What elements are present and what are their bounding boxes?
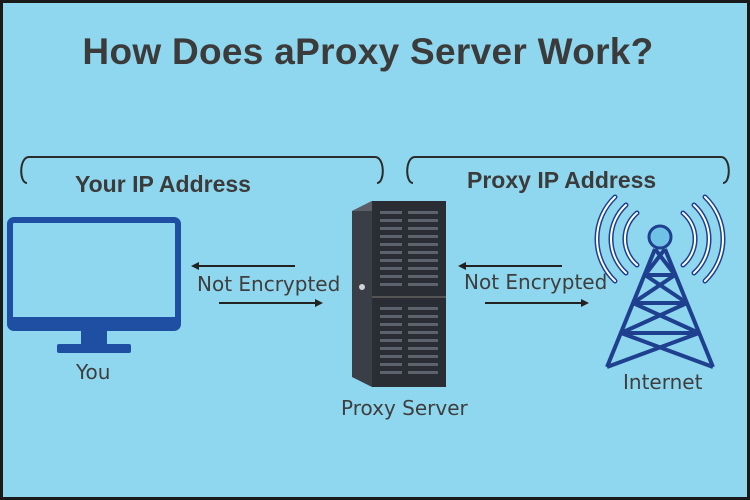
left-section-label: Your IP Address (75, 171, 251, 197)
right-connection-label: Not Encrypted (464, 270, 608, 294)
diagram-canvas: How Does aProxy Server Work? Your IP Add… (3, 3, 747, 497)
right-section-label: Proxy IP Address (467, 167, 657, 193)
you-label: You (76, 360, 111, 384)
left-arrow-to-you (191, 262, 295, 270)
internet-label: Internet (623, 370, 703, 394)
radio-tower-icon (594, 194, 726, 369)
monitor-icon (7, 217, 181, 353)
left-arrow-to-proxy (219, 299, 323, 307)
proxy-server-label: Proxy Server (341, 396, 468, 420)
diagram-title: How Does aProxy Server Work? (82, 31, 654, 72)
right-arrow-to-proxy (458, 262, 562, 270)
left-section-bracket (20, 156, 384, 184)
left-connection-label: Not Encrypted (197, 272, 341, 296)
right-section-bracket (406, 156, 730, 184)
right-arrow-to-internet (485, 299, 589, 307)
server-tower-icon (352, 201, 446, 387)
